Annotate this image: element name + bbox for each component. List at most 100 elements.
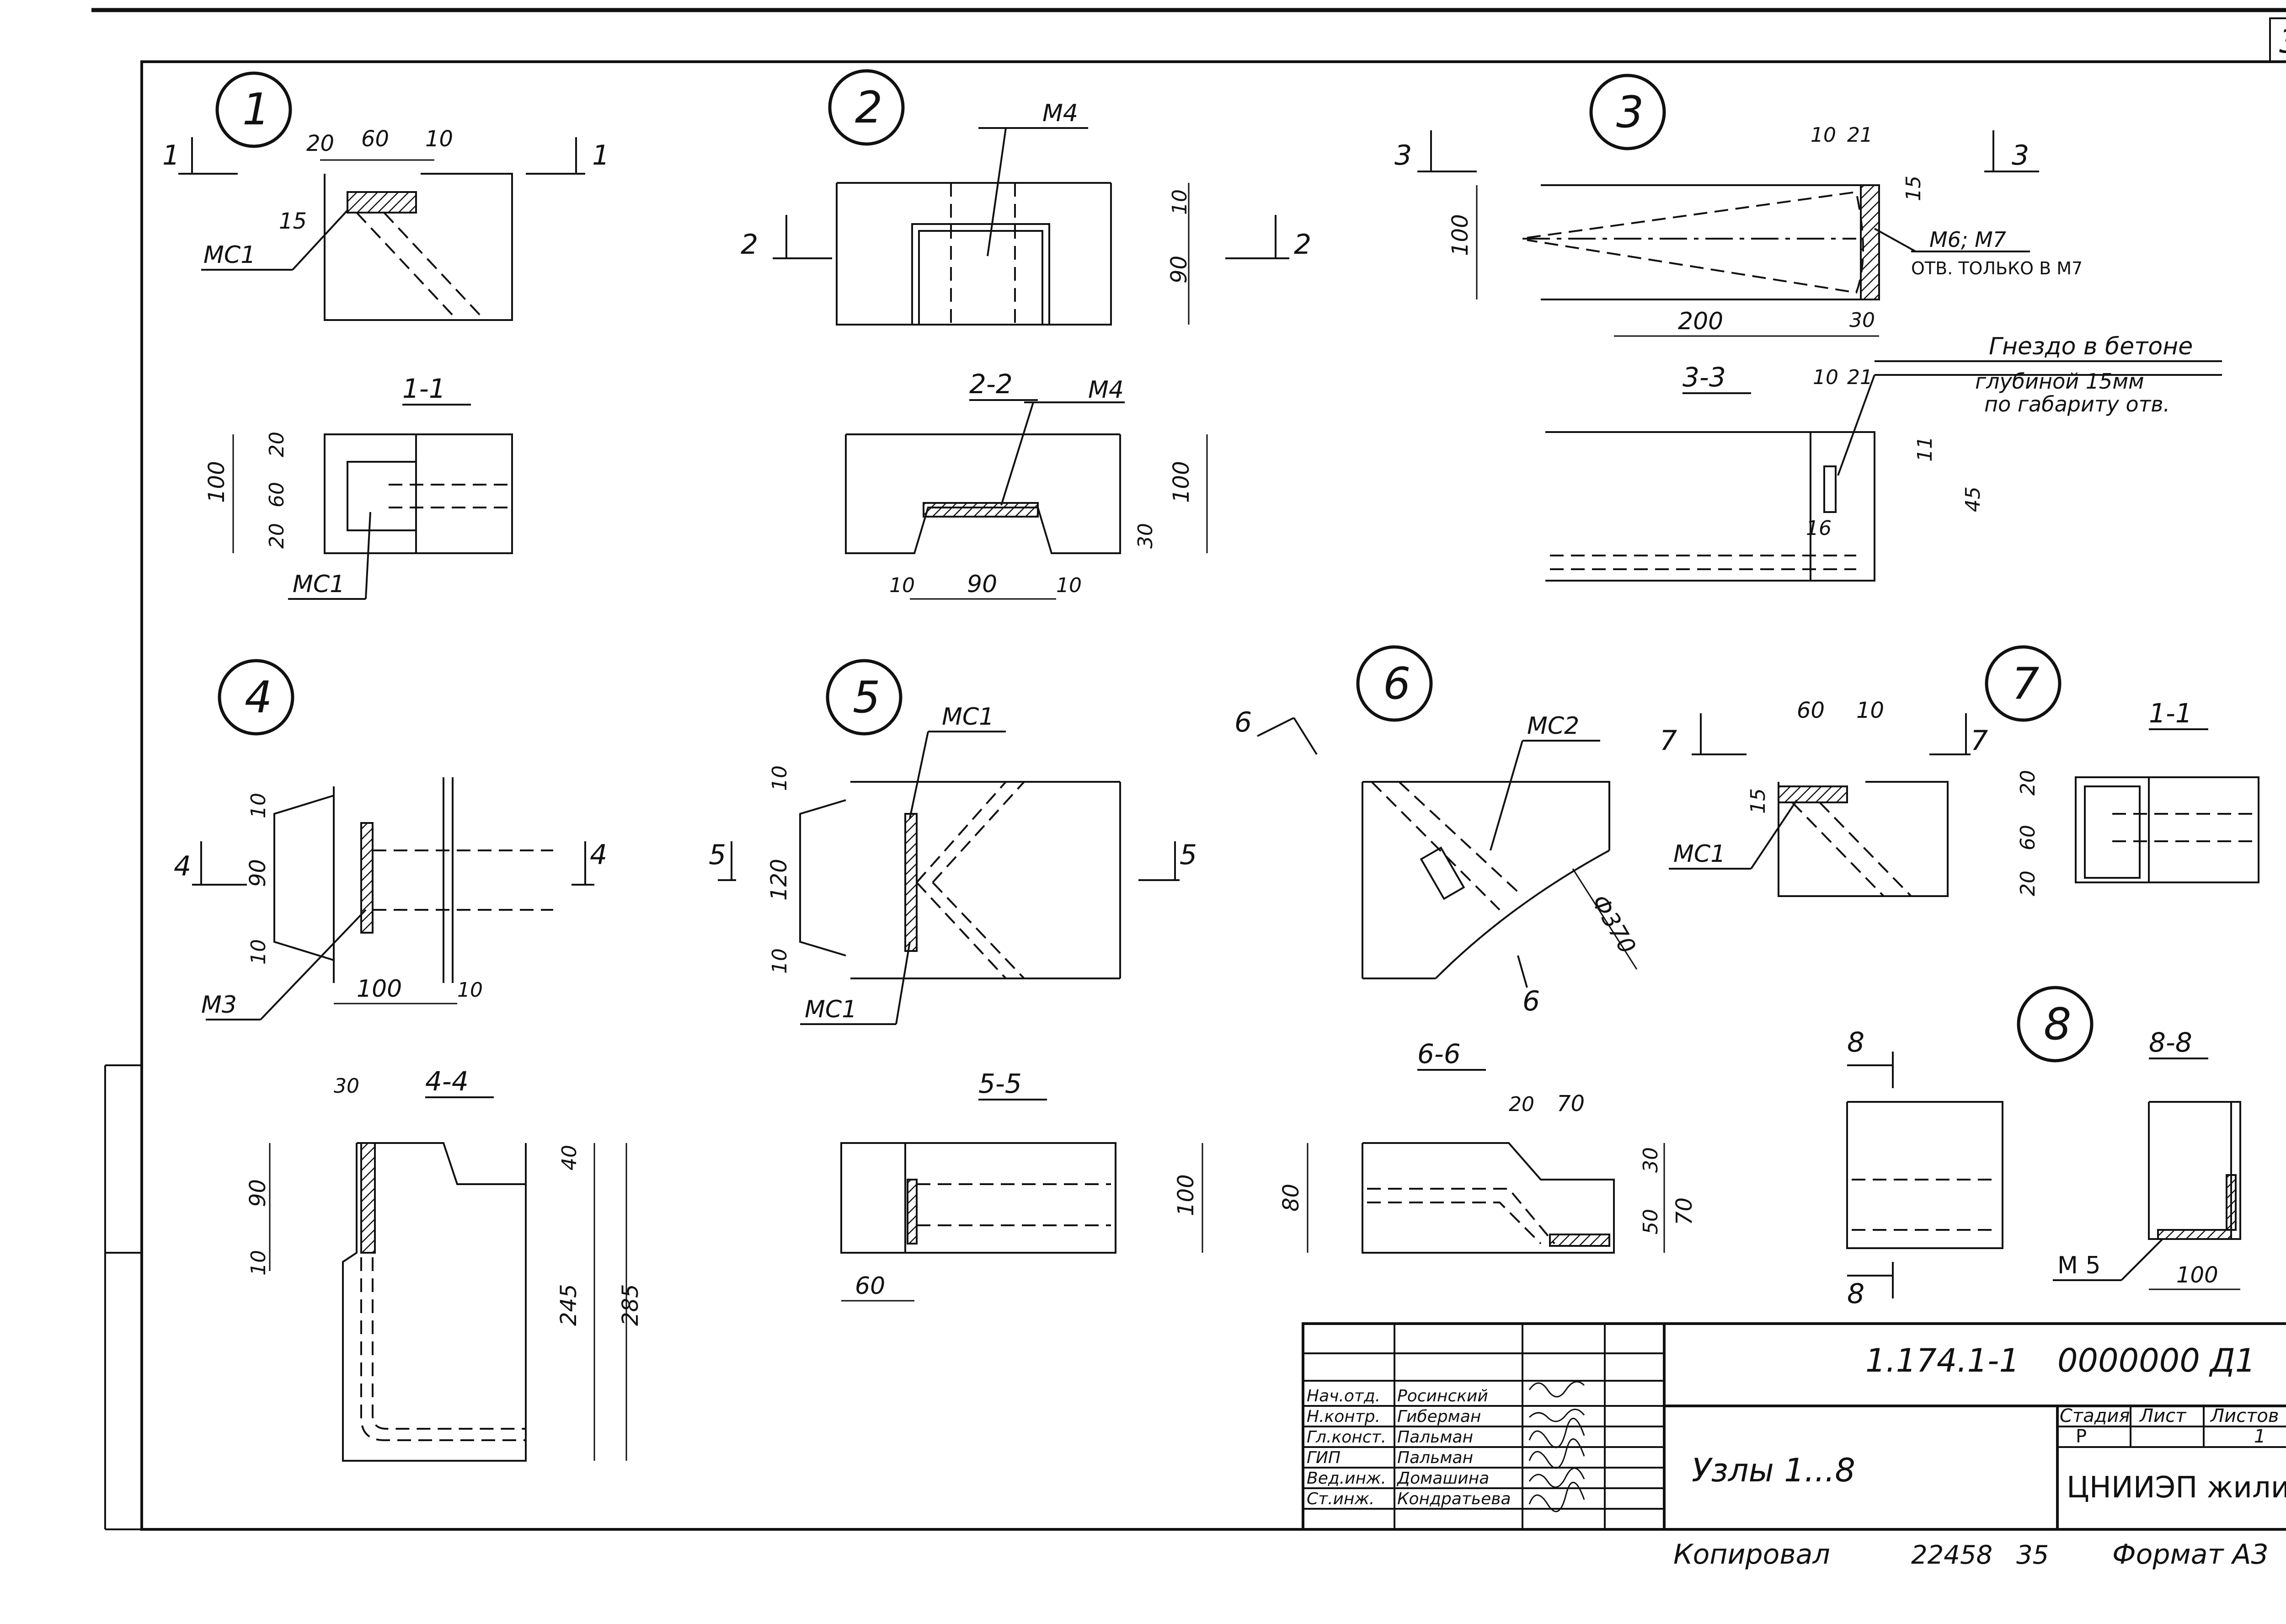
svg-text:245: 245 <box>556 1284 582 1326</box>
svg-text:100: 100 <box>204 461 230 503</box>
node-3: 3 3 3 М6; М7 ОТВ. ТОЛЬКО В М7 200 30 100… <box>1394 74 2222 582</box>
svg-text:10: 10 <box>247 1250 270 1276</box>
sheets-label: Листов <box>2210 1405 2279 1426</box>
svg-text:60: 60 <box>2016 825 2040 850</box>
svg-text:по габариту отв.: по габариту отв. <box>1984 392 2170 417</box>
svg-text:20: 20 <box>2016 770 2040 796</box>
node-6: 6 6 6 МС2 Ф370 6-6 20 70 80 30 50 70 <box>1234 645 1697 1254</box>
signatory-name: Росинский <box>1397 1387 1488 1405</box>
svg-text:60: 60 <box>361 126 389 152</box>
svg-text:15: 15 <box>1747 788 1770 814</box>
svg-text:16: 16 <box>1806 517 1832 540</box>
svg-text:100: 100 <box>357 975 402 1003</box>
svg-text:21: 21 <box>1847 123 1873 147</box>
svg-text:100: 100 <box>2176 1262 2218 1288</box>
signatory-role: Вед.инж. <box>1307 1469 1386 1488</box>
svg-text:70: 70 <box>1672 1197 1697 1225</box>
svg-text:4: 4 <box>245 673 272 723</box>
signatory-name: Гиберман <box>1397 1407 1481 1426</box>
svg-text:90: 90 <box>245 859 271 887</box>
svg-text:4-4: 4-4 <box>425 1066 469 1097</box>
node-2: 2 2 2 М4 10 90 2-2 М4 100 30 10 90 10 <box>741 69 1311 600</box>
title-block <box>1302 1322 2286 1531</box>
svg-text:30: 30 <box>334 1074 359 1098</box>
signatory-name: Пальман <box>1397 1448 1473 1467</box>
node-1-circle <box>215 71 292 148</box>
sheets-value: 1 <box>2254 1426 2265 1447</box>
organization: ЦНИИЭП жилища <box>2067 1471 2286 1505</box>
copied-label: Копировал <box>1673 1539 1830 1571</box>
svg-text:15: 15 <box>1902 176 1925 201</box>
svg-text:20: 20 <box>306 131 334 156</box>
signatory-name: Пальман <box>1397 1428 1473 1447</box>
svg-text:6: 6 <box>1234 706 1252 738</box>
svg-text:4: 4 <box>590 839 607 871</box>
svg-text:МС1: МС1 <box>805 996 857 1023</box>
svg-text:20: 20 <box>2016 871 2040 896</box>
node-2-number: 2 <box>855 83 882 133</box>
svg-text:8: 8 <box>2044 999 2071 1050</box>
svg-text:3: 3 <box>1616 87 1644 138</box>
svg-text:5: 5 <box>853 673 880 723</box>
svg-text:70: 70 <box>1557 1091 1585 1116</box>
svg-text:7: 7 <box>2012 659 2039 709</box>
svg-text:11: 11 <box>1913 436 1937 462</box>
svg-text:2-2: 2-2 <box>969 369 1013 400</box>
stage-value: Р <box>2076 1426 2087 1447</box>
svg-text:3-3: 3-3 <box>1682 362 1726 393</box>
svg-text:90: 90 <box>1166 256 1192 283</box>
signatory-role: Нач.отд. <box>1307 1387 1380 1405</box>
node-1-number: 1 <box>242 85 270 135</box>
svg-text:8-8: 8-8 <box>2149 1027 2192 1058</box>
svg-text:20: 20 <box>265 523 288 549</box>
svg-text:10: 10 <box>1056 574 1082 597</box>
svg-text:МС1: МС1 <box>942 703 994 731</box>
svg-text:100: 100 <box>1169 461 1194 503</box>
svg-text:10: 10 <box>889 574 915 597</box>
svg-text:15: 15 <box>279 208 307 234</box>
svg-text:45: 45 <box>1961 486 1985 512</box>
svg-text:6: 6 <box>1522 985 1540 1017</box>
svg-text:90: 90 <box>245 1179 271 1207</box>
stage-label: Стадия <box>2060 1405 2130 1426</box>
svg-text:4: 4 <box>174 850 191 882</box>
node-5: 5 5 5 МС1 МС1 10 120 10 5-5 100 60 <box>709 659 1203 1302</box>
svg-text:90: 90 <box>967 571 997 598</box>
svg-text:МС1: МС1 <box>1673 840 1725 868</box>
svg-text:10: 10 <box>768 948 791 974</box>
svg-text:М4: М4 <box>1042 100 1078 127</box>
signatory-role: Н.контр. <box>1307 1407 1380 1426</box>
svg-text:60: 60 <box>1797 698 1825 723</box>
sheet-label: Лист <box>2139 1405 2187 1426</box>
svg-text:6-6: 6-6 <box>1417 1038 1461 1069</box>
doc-code: 0000000 Д1 <box>2057 1342 2255 1379</box>
svg-text:глубиной 15мм: глубиной 15мм <box>1975 369 2144 394</box>
svg-text:10: 10 <box>768 765 791 791</box>
sheet-frame <box>91 8 2286 1531</box>
svg-text:3: 3 <box>2012 139 2029 171</box>
svg-text:40: 40 <box>558 1145 581 1170</box>
signatory-name: Домашина <box>1396 1469 1489 1488</box>
svg-text:30: 30 <box>1134 523 1157 549</box>
format-label: Формат А3 <box>2112 1539 2269 1571</box>
drawing-title: Узлы 1...8 <box>1692 1452 1855 1489</box>
node-1-plate <box>347 191 417 214</box>
node-1-section-title: 1-1 <box>402 373 446 404</box>
svg-text:200: 200 <box>1678 308 1723 335</box>
node-1-mark-b: 1 <box>592 139 609 171</box>
title-code: 1.174.1-1 <box>1865 1342 2019 1379</box>
svg-text:20: 20 <box>265 432 288 457</box>
svg-text:2: 2 <box>1294 229 1311 261</box>
signatory-name: Кондратьева <box>1397 1490 1511 1508</box>
node-1-label-mc1: МС1 <box>203 241 256 269</box>
node-7: 7 7 7 МС1 60 10 15 1-1 20 60 20 <box>1660 645 2259 897</box>
svg-text:21: 21 <box>1847 366 1873 389</box>
svg-text:7: 7 <box>1660 725 1677 757</box>
svg-text:120: 120 <box>766 859 792 901</box>
svg-text:М3: М3 <box>201 991 237 1019</box>
svg-text:МС2: МС2 <box>1527 712 1579 740</box>
svg-text:10: 10 <box>1856 698 1884 723</box>
copied-value: 22458 <box>1911 1540 1992 1570</box>
svg-text:285: 285 <box>618 1284 643 1326</box>
node-4: 4 4 4 М3 100 10 10 90 10 4-4 30 90 10 40… <box>174 659 643 1462</box>
